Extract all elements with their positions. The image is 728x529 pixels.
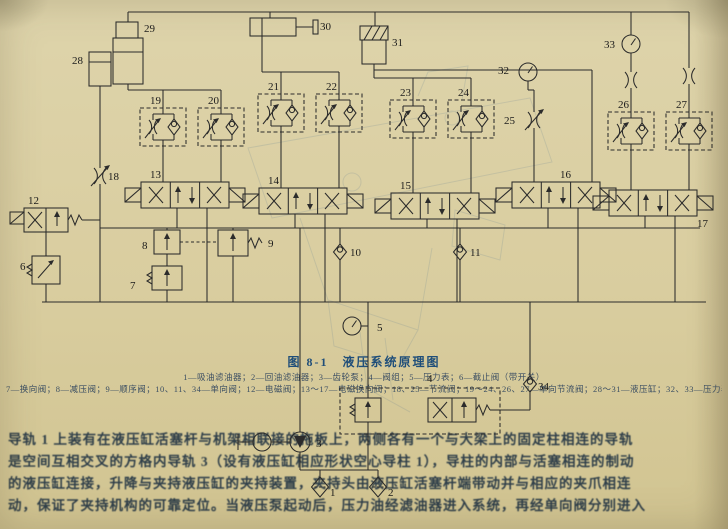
component-label-23: 23 — [400, 87, 412, 99]
component-label-22: 22 — [326, 81, 337, 93]
component-label-27: 27 — [676, 99, 688, 111]
cylinder-28-symbol — [88, 51, 112, 100]
pressure-gauge-33-icon — [621, 34, 641, 54]
component-label-29: 29 — [144, 23, 156, 35]
component-label-30: 30 — [320, 21, 332, 33]
component-label-20: 20 — [208, 95, 220, 107]
component-label-8: 8 — [142, 240, 148, 252]
component-label-1: 1 — [330, 487, 336, 499]
component-label-21: 21 — [268, 81, 279, 93]
component-label-3: 3 — [316, 438, 322, 450]
component-label-14: 14 — [268, 175, 280, 187]
component-label-26: 26 — [618, 99, 630, 111]
figure-legend-line-2: 7—换向阀；8—减压阀；9—顺序阀；10、11、34—单向阀；12—电磁阀；13… — [6, 384, 722, 394]
component-label-18: 18 — [108, 171, 120, 183]
component-label-10: 10 — [350, 247, 362, 259]
pressure-gauge-32-icon — [518, 62, 538, 82]
filter-2-icon — [368, 476, 388, 498]
flow-control-26 — [607, 111, 655, 151]
figure-caption: 图 8-1 液压系统原理图 — [287, 355, 441, 369]
flow-control-20 — [197, 107, 245, 147]
component-label-28: 28 — [72, 55, 84, 67]
component-label-25: 25 — [504, 115, 516, 127]
orifice-icon — [682, 67, 696, 85]
reducing-valve-8 — [153, 228, 218, 266]
component-label-34: 34 — [538, 381, 550, 393]
check-valve-10-icon — [332, 243, 348, 261]
pressure-gauge-5-icon — [342, 316, 362, 336]
component-label-2: 2 — [388, 487, 394, 499]
flow-control-19 — [139, 107, 187, 147]
flow-control-21 — [257, 93, 305, 133]
schematic-network — [9, 11, 714, 498]
component-label-24: 24 — [458, 87, 470, 99]
cylinder-31-symbol — [359, 12, 389, 78]
component-label-4: 4 — [427, 373, 433, 385]
component-label-5: 5 — [377, 322, 383, 334]
cylinder-30-symbol — [249, 12, 319, 37]
directional-valve-13 — [124, 181, 246, 209]
component-label-15: 15 — [400, 180, 412, 192]
orifice-icon — [624, 71, 638, 89]
directional-valve-14 — [242, 187, 364, 215]
component-label-16: 16 — [560, 169, 572, 181]
directional-valve-17 — [592, 189, 714, 217]
component-label-33: 33 — [604, 39, 616, 51]
component-label-6: 6 — [20, 261, 26, 273]
pump-motor-group-3 — [237, 431, 311, 453]
directional-valve-16 — [495, 181, 617, 209]
filter-1-icon — [310, 476, 330, 498]
component-label-13: 13 — [150, 169, 162, 181]
sequence-valve-9 — [217, 228, 263, 302]
figure-legend-line-1: 1—吸油滤油器；2—回油滤油器；3—齿轮泵；4—阀组；5—压力表；6—截止阀（带… — [183, 372, 545, 382]
cylinder-29-symbol — [112, 12, 144, 90]
flow-control-27 — [665, 111, 713, 151]
component-label-12: 12 — [28, 195, 39, 207]
body-text-line-4: 动，保证了夹持机构的可靠定位。当液压泵起动后，压力油经滤油器进入系统，再经单向阀… — [8, 498, 646, 513]
solenoid-valve-12 — [9, 207, 100, 256]
valve-7 — [145, 265, 183, 302]
body-text-line-2: 是空间互相交叉的方格内导轨 3（设有液压缸相应形状空心导柱 1），导柱的内部与活… — [8, 454, 635, 469]
shutoff-valve-6 — [25, 255, 61, 302]
component-label-9: 9 — [268, 238, 274, 250]
valve-block-4 — [339, 387, 501, 435]
component-label-19: 19 — [150, 95, 162, 107]
component-label-7: 7 — [130, 280, 136, 292]
body-text-line-3: 的液压缸连接，升降与夹持液压缸的夹持装置，夹持头由液压缸活塞杆端带动并与相应的夹… — [8, 476, 632, 491]
component-label-32: 32 — [498, 65, 509, 77]
check-valve-11-icon — [452, 243, 468, 261]
flow-control-22 — [315, 93, 363, 133]
check-valve-34-icon — [522, 375, 538, 393]
component-label-11: 11 — [470, 247, 481, 259]
component-label-17: 17 — [697, 218, 709, 230]
body-text-line-1: 导轨 1 上装有在液压缸活塞杆与机架相联接的拖板上，两侧各有一个与大梁上的固定柱… — [8, 432, 634, 447]
component-label-31: 31 — [392, 37, 403, 49]
directional-valve-15 — [374, 192, 496, 220]
